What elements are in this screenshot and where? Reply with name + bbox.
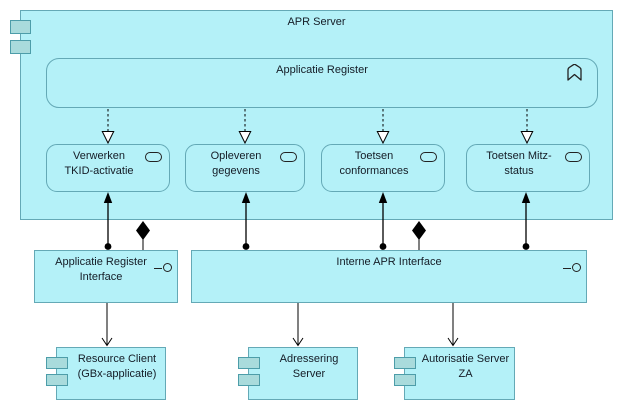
apr-server-label: APR Server — [287, 16, 346, 28]
interface-label: Applicatie Register Interface — [55, 256, 147, 283]
component-icon — [394, 357, 416, 369]
interne-apr-interface[interactable]: Interne APR Interface — [191, 250, 587, 303]
service-toetsen-conformances[interactable]: Toetsen conformances — [321, 144, 445, 192]
resource-client-component[interactable]: Resource Client (GBx-applicatie) — [46, 347, 166, 400]
adressering-server-component[interactable]: Adressering Server — [238, 347, 358, 400]
service-label: Toetsen Mitz- status — [486, 150, 552, 177]
component-icon — [46, 374, 68, 386]
serving-arrow-3[interactable] — [447, 303, 459, 347]
composition-diamond-2[interactable] — [412, 221, 426, 250]
autorisatie-server-component[interactable]: Autorisatie Server ZA — [394, 347, 515, 400]
applicatie-register-interface[interactable]: Applicatie Register Interface — [34, 250, 178, 303]
service-toetsen-mitz-status[interactable]: Toetsen Mitz- status — [466, 144, 590, 192]
interface-icon — [563, 263, 581, 273]
component-icon — [394, 374, 416, 386]
service-icon — [420, 152, 437, 162]
applicatie-register-function[interactable]: Applicatie Register — [46, 58, 598, 108]
service-label: Toetsen conformances — [339, 150, 409, 177]
component-icon — [46, 357, 68, 369]
component-icon — [10, 20, 31, 34]
component-label: Resource Client (GBx-applicatie) — [77, 353, 157, 380]
interface-label: Interne APR Interface — [336, 256, 442, 268]
service-icon — [280, 152, 297, 162]
interface-icon — [154, 263, 172, 273]
component-icon — [238, 374, 260, 386]
component-icon — [10, 40, 31, 54]
function-icon — [567, 63, 582, 86]
serving-arrow-2[interactable] — [292, 303, 304, 347]
service-opleveren-gegevens[interactable]: Opleveren gegevens — [185, 144, 305, 192]
component-icon — [238, 357, 260, 369]
component-label: Autorisatie Server ZA — [421, 353, 510, 380]
composition-diamond-1[interactable] — [136, 221, 150, 250]
applicatie-register-label: Applicatie Register — [276, 64, 368, 76]
service-icon — [145, 152, 162, 162]
service-icon — [565, 152, 582, 162]
serving-arrow-1[interactable] — [101, 303, 113, 347]
service-label: Opleveren gegevens — [210, 150, 262, 177]
service-label: Verwerken TKID-activatie — [64, 150, 134, 177]
component-label: Adressering Server — [279, 353, 339, 380]
service-verwerken-tkid[interactable]: Verwerken TKID-activatie — [46, 144, 170, 192]
